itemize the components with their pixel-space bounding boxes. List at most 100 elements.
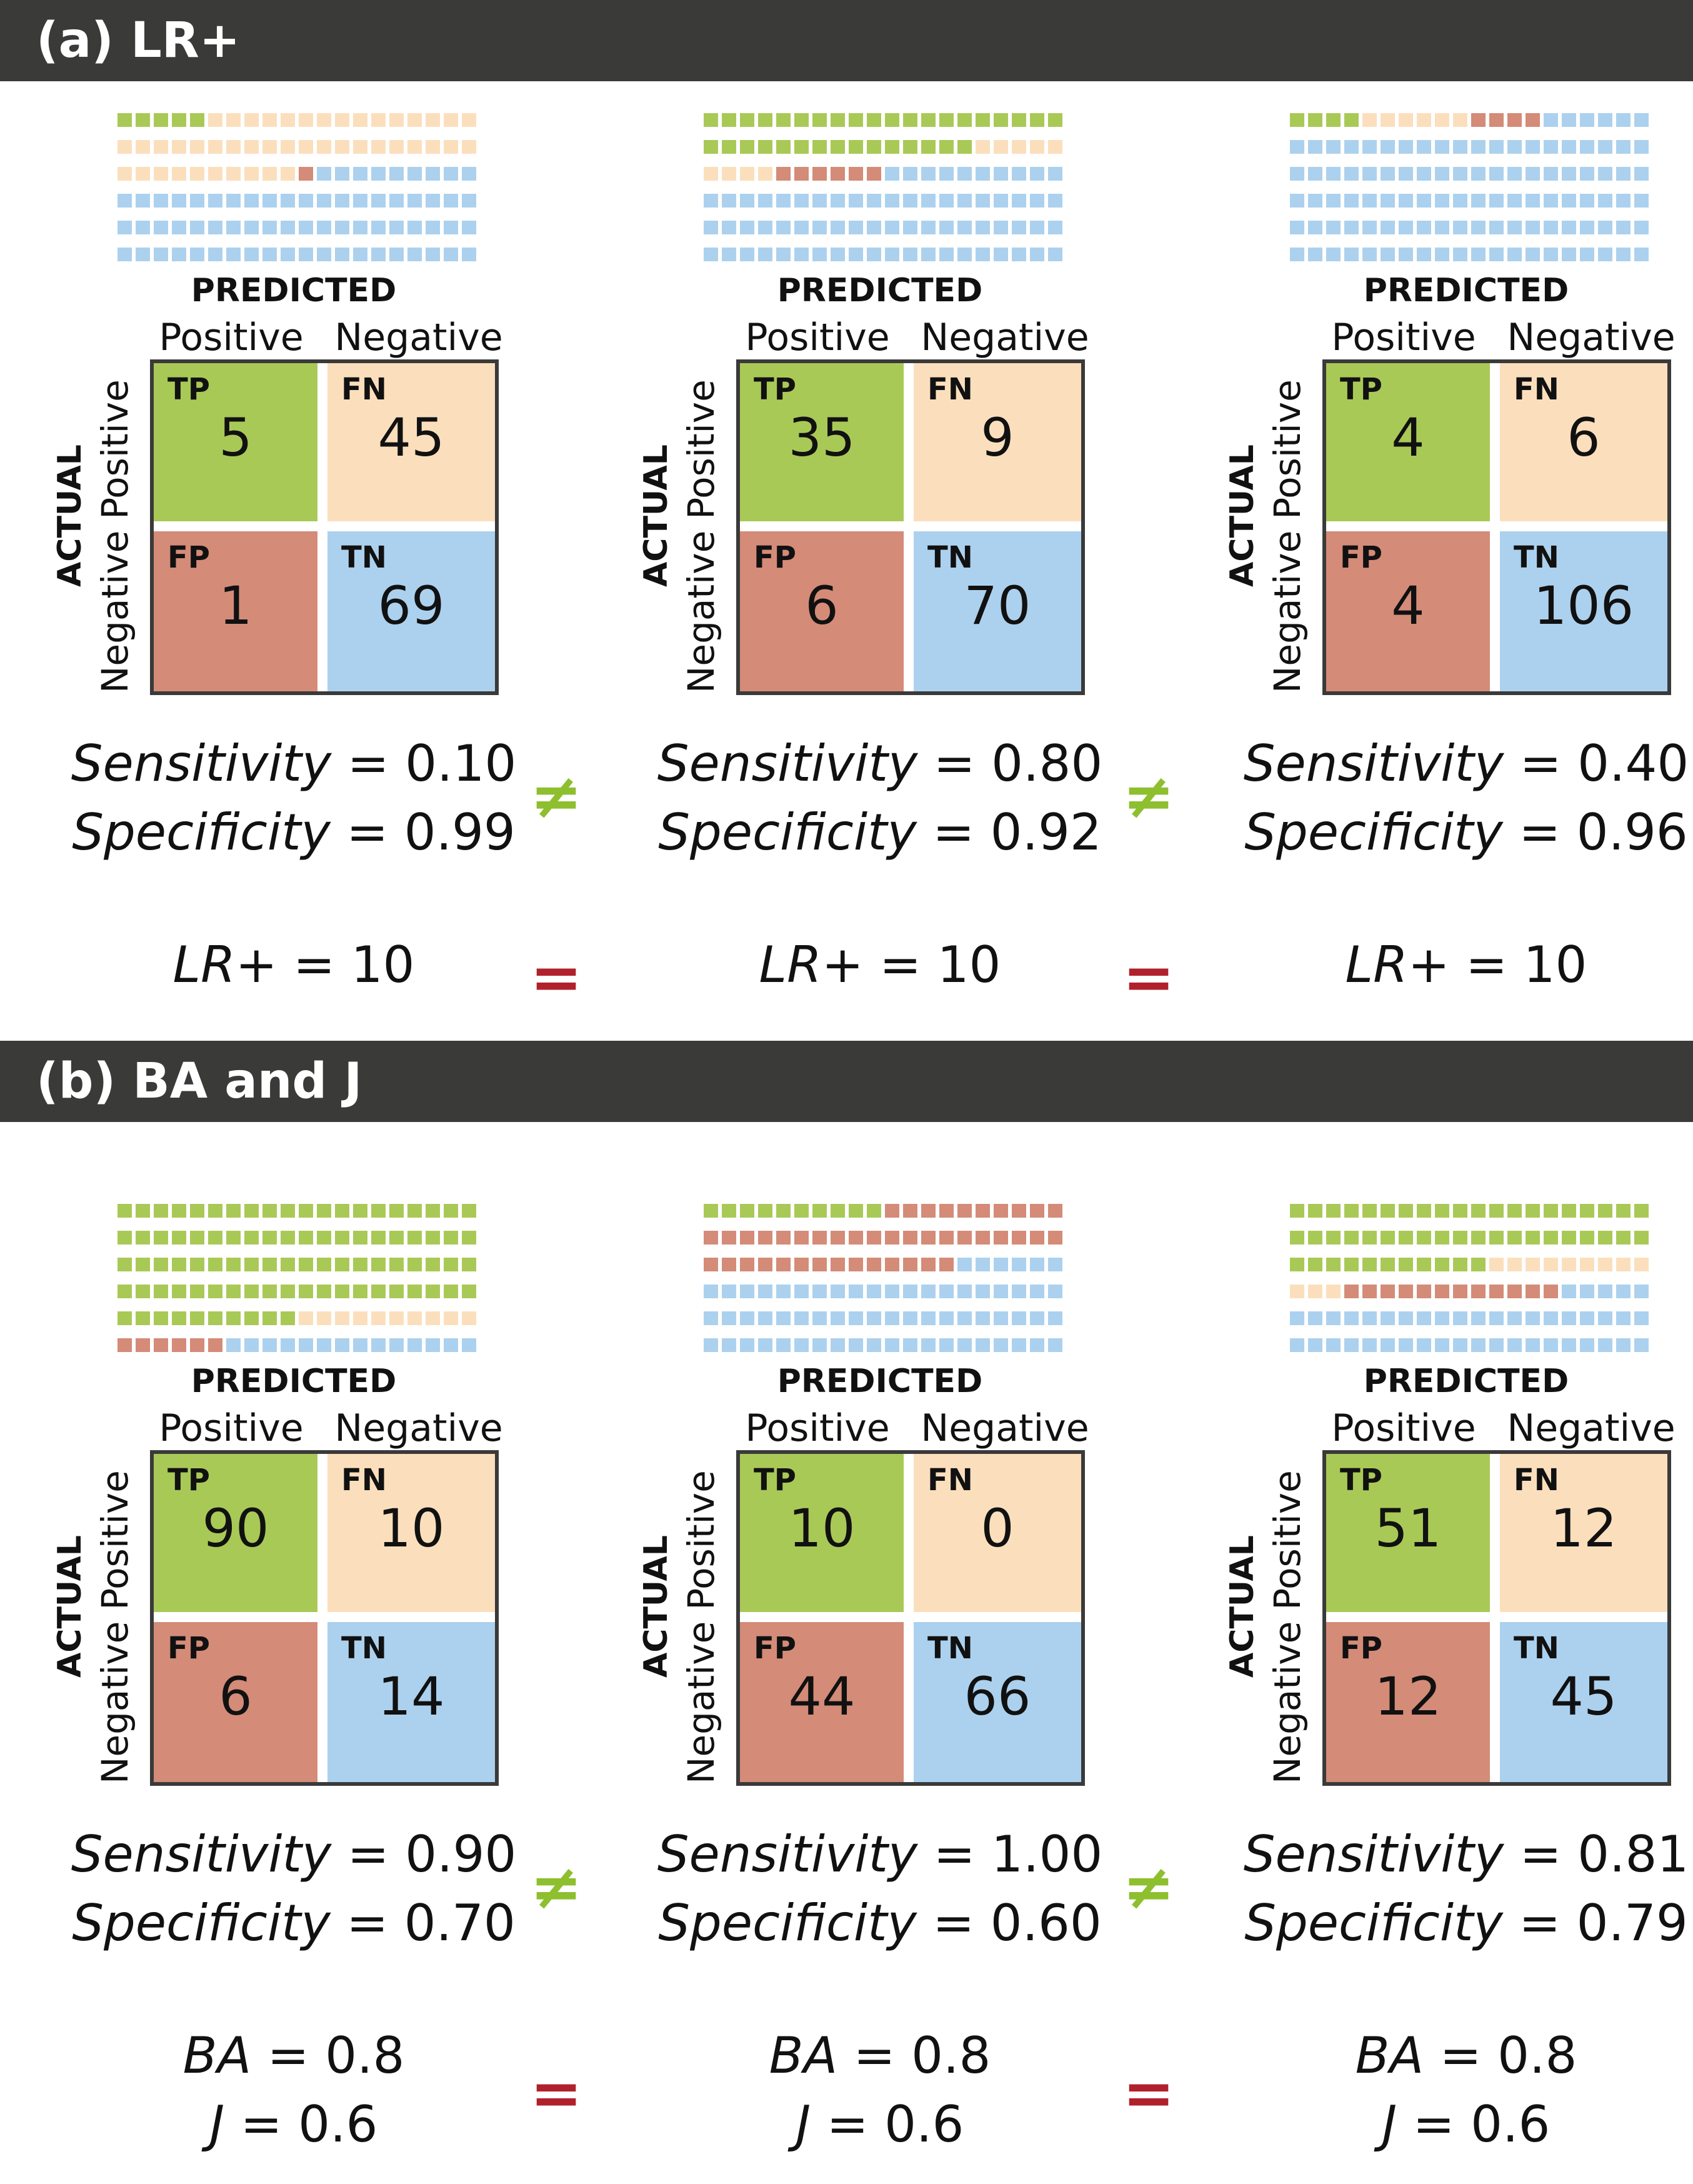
waffle-square-tn [976,221,990,234]
waffle-square-tn [939,194,954,208]
waffle-square-fp [994,1204,1008,1218]
waffle-square-tn [1471,221,1486,234]
waffle-square-tp [722,113,736,127]
waffle-square-tp [1326,113,1341,127]
metric-line-1-name: BA [769,2026,838,2085]
waffle-square-tn [1012,1258,1026,1271]
waffle-square-tn [1344,140,1359,154]
waffle-square-tn [444,1338,458,1352]
waffle-square-tp [1344,1231,1359,1245]
waffle-square-tn [921,194,936,208]
waffle-square-tn [939,221,954,234]
waffle-square-tn [1381,248,1395,261]
cell-fn-label: FN [927,372,973,407]
waffle-square-tn [722,221,736,234]
waffle-square-tn [921,248,936,261]
cell-fp-count: 44 [788,1666,856,1727]
waffle-square-tn [281,221,295,234]
waffle-square-tn [1562,248,1576,261]
waffle-square-tn [353,1338,367,1352]
waffle-square-tn [117,221,132,234]
waffle-square-tn [299,1338,313,1352]
waffle-square-tn [1526,221,1540,234]
waffle-square-fn [1580,1258,1594,1271]
waffle-square-tn [335,221,349,234]
waffle-square-tn [1030,194,1044,208]
waffle-square-tp [1507,1204,1522,1218]
waffle-square-tn [1544,194,1558,208]
metric-line-1: BA = 0.8 [69,2026,519,2085]
waffle-square-tn [389,167,404,181]
waffle-square-tp [407,1285,422,1298]
sensitivity-line-value: = 0.81 [1519,1825,1689,1883]
waffle-square-fn [1399,113,1413,127]
waffle-square-tn [281,248,295,261]
waffle-square-tn [1562,221,1576,234]
waffle-square-fn [190,140,204,154]
waffle-square-fp [1471,113,1486,127]
waffle-square-tn [1598,248,1612,261]
specificity-line: Specificity = 0.60 [655,1894,1105,1952]
equal-symbol: = [1122,2056,1175,2130]
waffle-square-tn [1326,140,1341,154]
waffle-square-tp [885,140,899,154]
waffle-square-tp [190,1285,204,1298]
waffle-square-tp [317,1258,331,1271]
specificity-line-value: = 0.92 [932,803,1102,861]
waffle-square-fp [849,1231,863,1245]
waffle-square-fp [704,1258,718,1271]
waffle-square-fp [1030,1204,1044,1218]
waffle-square-tn [1526,140,1540,154]
waffle-square-tp [722,140,736,154]
waffle-square-tn [1616,221,1631,234]
specificity-line-value: = 0.99 [346,803,516,861]
cell-tn-label: TN [341,1631,387,1666]
waffle-square-tp [389,1204,404,1218]
metric-line-2-name: J [796,2095,811,2153]
waffle-square-tp [335,1285,349,1298]
waffle-square-tp [335,1231,349,1245]
waffle-square-tp [1616,1231,1631,1245]
waffle-square-tn [444,167,458,181]
cell-tp-count: 35 [788,407,856,468]
waffle-square-fp [867,1231,881,1245]
waffle-square-tn [1326,1311,1341,1325]
waffle-square-tn [921,1285,936,1298]
waffle-square-tp [208,1204,222,1218]
waffle-square-tn [903,1285,917,1298]
waffle-square-tp [299,1258,313,1271]
waffle-square-tn [262,248,277,261]
waffle-square-fp [794,1231,809,1245]
waffle-square-tp [281,1204,295,1218]
waffle-square-tp [1381,1204,1395,1218]
waffle-square-fp [208,1338,222,1352]
waffle-square-tn [1562,113,1576,127]
waffle-square-tn [1598,140,1612,154]
waffle-square-fn [1030,140,1044,154]
waffle-square-tn [1030,167,1044,181]
waffle-square-tn [994,1338,1008,1352]
row-label-negative: Negative [680,1621,722,1784]
column-label-positive: Positive [159,316,304,359]
waffle-square-fp [776,1258,791,1271]
waffle-square-tp [1417,1204,1431,1218]
waffle-square-fp [740,1258,754,1271]
waffle-square-fn [426,113,440,127]
cell-fn-label: FN [341,372,387,407]
waffle-square-fn [136,140,150,154]
waffle-square-tp [1344,1258,1359,1271]
waffle-square-fn [1598,1258,1612,1271]
waffle-square-tn [1399,248,1413,261]
waffle-square-fn [1435,113,1449,127]
waffle-square-tp [1308,113,1322,127]
waffle-square-tn [281,1338,295,1352]
waffle-square-tn [317,194,331,208]
waffle-square-tp [172,1231,186,1245]
waffle-square-tn [1489,221,1504,234]
cell-fp-count: 12 [1374,1666,1442,1727]
waffle-square-tp [903,140,917,154]
